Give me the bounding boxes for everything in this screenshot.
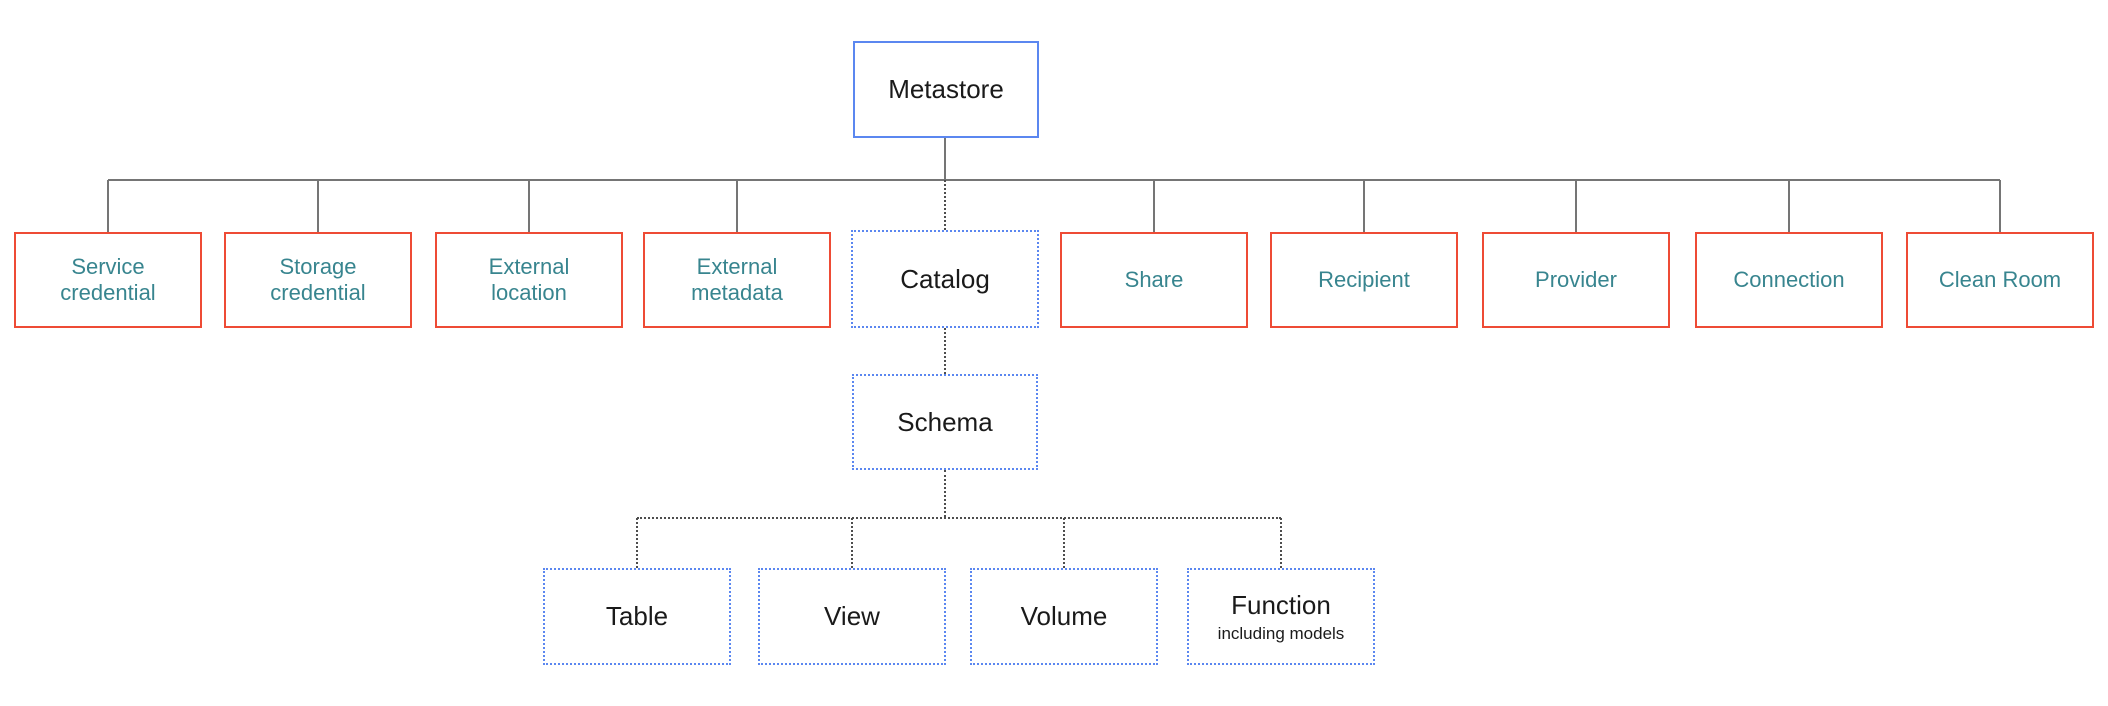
node-schema-label: Schema — [897, 406, 993, 437]
connector-drop-share — [1153, 180, 1155, 232]
node-service-credential: Service credential — [14, 232, 202, 328]
connector-dotted-catalog-to-schema — [944, 328, 946, 374]
node-view: View — [758, 568, 946, 665]
node-share-label: Share — [1124, 266, 1184, 292]
node-recipient: Recipient — [1270, 232, 1458, 328]
node-external-location: External location — [435, 232, 623, 328]
node-external-location-label: External location — [488, 253, 570, 305]
connector-drop-recipient — [1363, 180, 1365, 232]
node-function: Function including models — [1187, 568, 1375, 665]
connector-dotted-drop-volume — [1063, 518, 1065, 568]
node-clean-room: Clean Room — [1906, 232, 2094, 328]
connector-drop-connection — [1788, 180, 1790, 232]
node-volume-label: Volume — [1020, 601, 1108, 631]
connector-drop-service-credential — [107, 180, 109, 232]
connector-drop-provider — [1575, 180, 1577, 232]
connector-metastore-drop — [944, 138, 946, 179]
connector-drop-external-metadata — [736, 180, 738, 232]
connector-dotted-drop-table — [636, 518, 638, 568]
node-service-credential-label: Service credential — [60, 253, 156, 305]
connector-dotted-drop-function — [1280, 518, 1282, 568]
connector-dotted-schema-drop — [944, 470, 946, 517]
node-metastore: Metastore — [853, 41, 1039, 138]
node-catalog: Catalog — [851, 230, 1039, 328]
node-provider: Provider — [1482, 232, 1670, 328]
connector-trunk-horizontal — [108, 179, 2000, 181]
node-external-metadata-label: External metadata — [691, 253, 783, 305]
node-table-label: Table — [605, 601, 669, 631]
node-connection: Connection — [1695, 232, 1883, 328]
node-provider-label: Provider — [1535, 266, 1617, 292]
node-catalog-label: Catalog — [900, 263, 990, 294]
node-volume: Volume — [970, 568, 1158, 665]
node-recipient-label: Recipient — [1318, 266, 1410, 292]
connector-drop-storage-credential — [317, 180, 319, 232]
node-view-label: View — [824, 601, 880, 631]
node-schema: Schema — [852, 374, 1038, 470]
node-share: Share — [1060, 232, 1248, 328]
node-storage-credential: Storage credential — [224, 232, 412, 328]
node-metastore-label: Metastore — [888, 74, 1004, 104]
node-external-metadata: External metadata — [643, 232, 831, 328]
connector-drop-external-location — [528, 180, 530, 232]
node-connection-label: Connection — [1733, 266, 1845, 292]
node-clean-room-label: Clean Room — [1938, 266, 2062, 292]
connector-drop-clean-room — [1999, 180, 2001, 232]
connector-dotted-drop-view — [851, 518, 853, 568]
connector-dotted-children-horizontal — [637, 517, 1281, 519]
connector-dotted-trunk-to-catalog — [944, 180, 946, 230]
node-storage-credential-label: Storage credential — [270, 253, 366, 305]
node-table: Table — [543, 568, 731, 665]
node-function-label: Function — [1231, 589, 1331, 620]
node-function-sublabel: including models — [1217, 623, 1345, 643]
